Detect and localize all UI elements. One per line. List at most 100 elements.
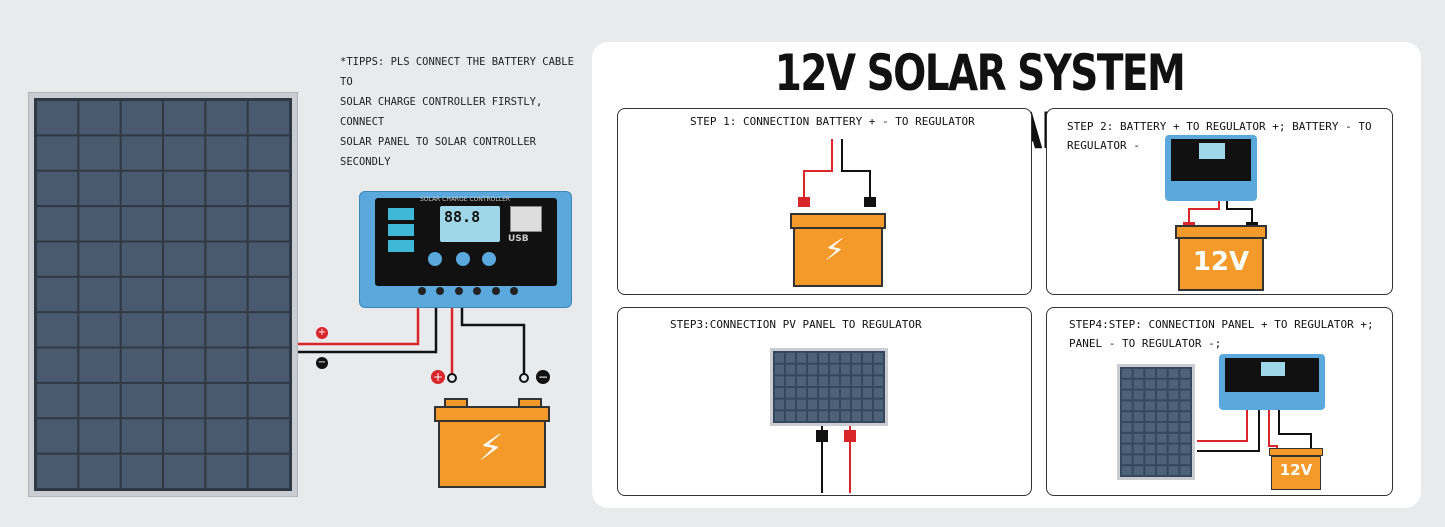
step-4-text: STEP4:STEP: CONNECTION PANEL + TO REGULA… — [1069, 318, 1374, 350]
solar-cell — [1180, 401, 1190, 411]
solar-cell — [1133, 379, 1144, 389]
solar-cell — [1157, 444, 1167, 454]
solar-cell — [1122, 455, 1132, 465]
solar-cell — [1122, 444, 1132, 454]
solar-cell — [1145, 444, 1155, 454]
solar-cell — [786, 388, 795, 398]
solar-cell — [1168, 433, 1179, 443]
solar-cell — [248, 348, 289, 382]
solar-cell — [841, 364, 850, 375]
solar-cell — [121, 207, 162, 241]
solar-cell — [819, 376, 828, 386]
solar-cell — [1168, 466, 1179, 475]
solar-cell — [1180, 412, 1190, 421]
controller-button-1[interactable] — [428, 252, 442, 266]
solar-cell — [830, 353, 839, 363]
solar-cell — [1157, 466, 1167, 475]
solar-cell — [248, 171, 289, 206]
solar-cell — [37, 277, 78, 312]
minus-marker-battery: − — [536, 370, 550, 384]
minus-marker-wire: − — [316, 357, 328, 369]
solar-cell — [863, 388, 872, 398]
solar-cell — [1145, 369, 1155, 378]
step-3-box: STEP3:CONNECTION PV PANEL TO REGULATOR — [617, 307, 1032, 496]
terminal-row — [418, 287, 518, 297]
solar-cell — [1157, 412, 1167, 421]
solar-cell — [1145, 379, 1155, 389]
solar-cell — [797, 399, 806, 410]
solar-cell — [206, 136, 247, 170]
solar-cell — [797, 353, 806, 363]
solar-cell — [164, 348, 205, 382]
solar-cell — [775, 353, 784, 363]
solar-cell — [79, 171, 120, 206]
solar-cell — [164, 207, 205, 241]
solar-cell — [1157, 379, 1167, 389]
solar-cell — [786, 364, 795, 375]
solar-cell — [37, 313, 78, 347]
solar-cell — [775, 411, 784, 421]
solar-cell — [164, 454, 205, 488]
solar-cell — [1122, 466, 1132, 475]
solar-cell — [1122, 369, 1132, 378]
solar-cell — [206, 348, 247, 382]
solar-cell — [786, 411, 795, 421]
solar-cell — [164, 383, 205, 418]
solar-cell — [874, 376, 883, 386]
solar-cell — [819, 399, 828, 410]
solar-cell — [797, 364, 806, 375]
step-1-text: STEP 1: CONNECTION BATTERY + - TO REGULA… — [690, 115, 975, 128]
solar-cell — [808, 399, 817, 410]
step-1-box: STEP 1: CONNECTION BATTERY + - TO REGULA… — [617, 108, 1032, 295]
solar-cell — [1133, 433, 1144, 443]
solar-cell — [37, 101, 78, 135]
solar-cell — [121, 277, 162, 312]
solar-cell — [1157, 433, 1167, 443]
solar-cell — [1168, 455, 1179, 465]
solar-cell — [1157, 390, 1167, 400]
solar-cell — [852, 411, 861, 421]
solar-cell — [206, 242, 247, 276]
lightning-icon-step-1: ⚡ — [824, 233, 846, 268]
solar-cell — [1168, 379, 1179, 389]
solar-cell — [819, 411, 828, 421]
solar-cell — [164, 136, 205, 170]
solar-cell — [786, 399, 795, 410]
solar-cell — [121, 242, 162, 276]
battery-label-step-4: 12V — [1279, 461, 1313, 479]
solar-cell — [79, 242, 120, 276]
solar-cell — [1133, 466, 1144, 475]
controller-step-2 — [1165, 135, 1257, 201]
controller-button-2[interactable] — [456, 252, 470, 266]
solar-cell — [1180, 444, 1190, 454]
solar-cell — [248, 136, 289, 170]
solar-cell — [1133, 401, 1144, 411]
solar-cell — [121, 419, 162, 453]
solar-cell — [79, 454, 120, 488]
solar-cell — [248, 454, 289, 488]
solar-cell — [1157, 423, 1167, 432]
solar-cell — [1180, 433, 1190, 443]
solar-cell — [775, 399, 784, 410]
solar-cell — [1157, 455, 1167, 465]
solar-cell — [79, 419, 120, 453]
solar-cell — [1145, 455, 1155, 465]
solar-cell — [819, 364, 828, 375]
solar-cell — [808, 388, 817, 398]
solar-cell — [1133, 455, 1144, 465]
plus-marker-battery: + — [431, 370, 445, 384]
solar-cell — [1145, 412, 1155, 421]
solar-cell — [121, 171, 162, 206]
solar-cell — [1145, 433, 1155, 443]
solar-cell — [775, 388, 784, 398]
controller-button-3[interactable] — [482, 252, 496, 266]
solar-cell — [830, 388, 839, 398]
solar-cell — [79, 383, 120, 418]
solar-panel-step-4 — [1117, 364, 1195, 480]
solar-cell — [1180, 390, 1190, 400]
solar-cell — [1145, 466, 1155, 475]
solar-cell — [797, 376, 806, 386]
solar-cell — [206, 419, 247, 453]
solar-cell — [852, 388, 861, 398]
solar-cell — [121, 136, 162, 170]
